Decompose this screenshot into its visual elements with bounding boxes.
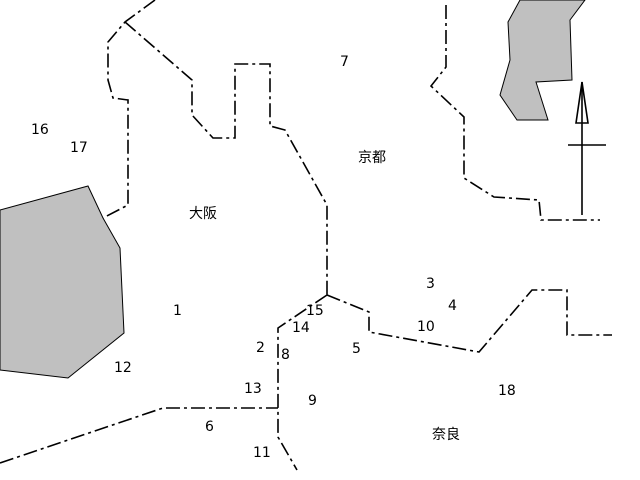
map-number-10: 10 <box>417 319 435 335</box>
map-number-15: 15 <box>306 303 324 319</box>
prefecture-label-kyoto: 京都 <box>358 150 386 166</box>
map-number-13: 13 <box>244 381 262 397</box>
prefecture-label-osaka: 大阪 <box>189 206 217 222</box>
boundary-southwest <box>0 407 278 464</box>
map-number-16: 16 <box>31 122 49 138</box>
map-number-17: 17 <box>70 140 88 156</box>
boundary-osaka-nara <box>277 294 328 471</box>
map-number-9: 9 <box>308 393 317 409</box>
boundary-osaka-kyoto <box>124 21 328 295</box>
north-arrow-icon <box>568 81 606 215</box>
map-number-12: 12 <box>114 360 132 376</box>
map-number-8: 8 <box>281 347 290 363</box>
map-number-1: 1 <box>173 303 182 319</box>
map-number-11: 11 <box>253 445 271 461</box>
map-number-7: 7 <box>340 54 349 70</box>
map-number-5: 5 <box>352 341 361 357</box>
map-number-18: 18 <box>498 383 516 399</box>
map-number-14: 14 <box>292 320 310 336</box>
boundary-kyoto-east <box>429 5 600 221</box>
prefecture-label-nara: 奈良 <box>432 427 460 443</box>
map-number-3: 3 <box>426 276 435 292</box>
boundary-kyoto-nara <box>326 289 612 353</box>
map-number-4: 4 <box>448 298 457 314</box>
map-number-6: 6 <box>205 419 214 435</box>
map-number-2: 2 <box>256 340 265 356</box>
water-body-west <box>0 185 125 379</box>
water-body-northeast <box>499 0 586 121</box>
boundary-osaka-kyoto-west <box>102 0 156 219</box>
